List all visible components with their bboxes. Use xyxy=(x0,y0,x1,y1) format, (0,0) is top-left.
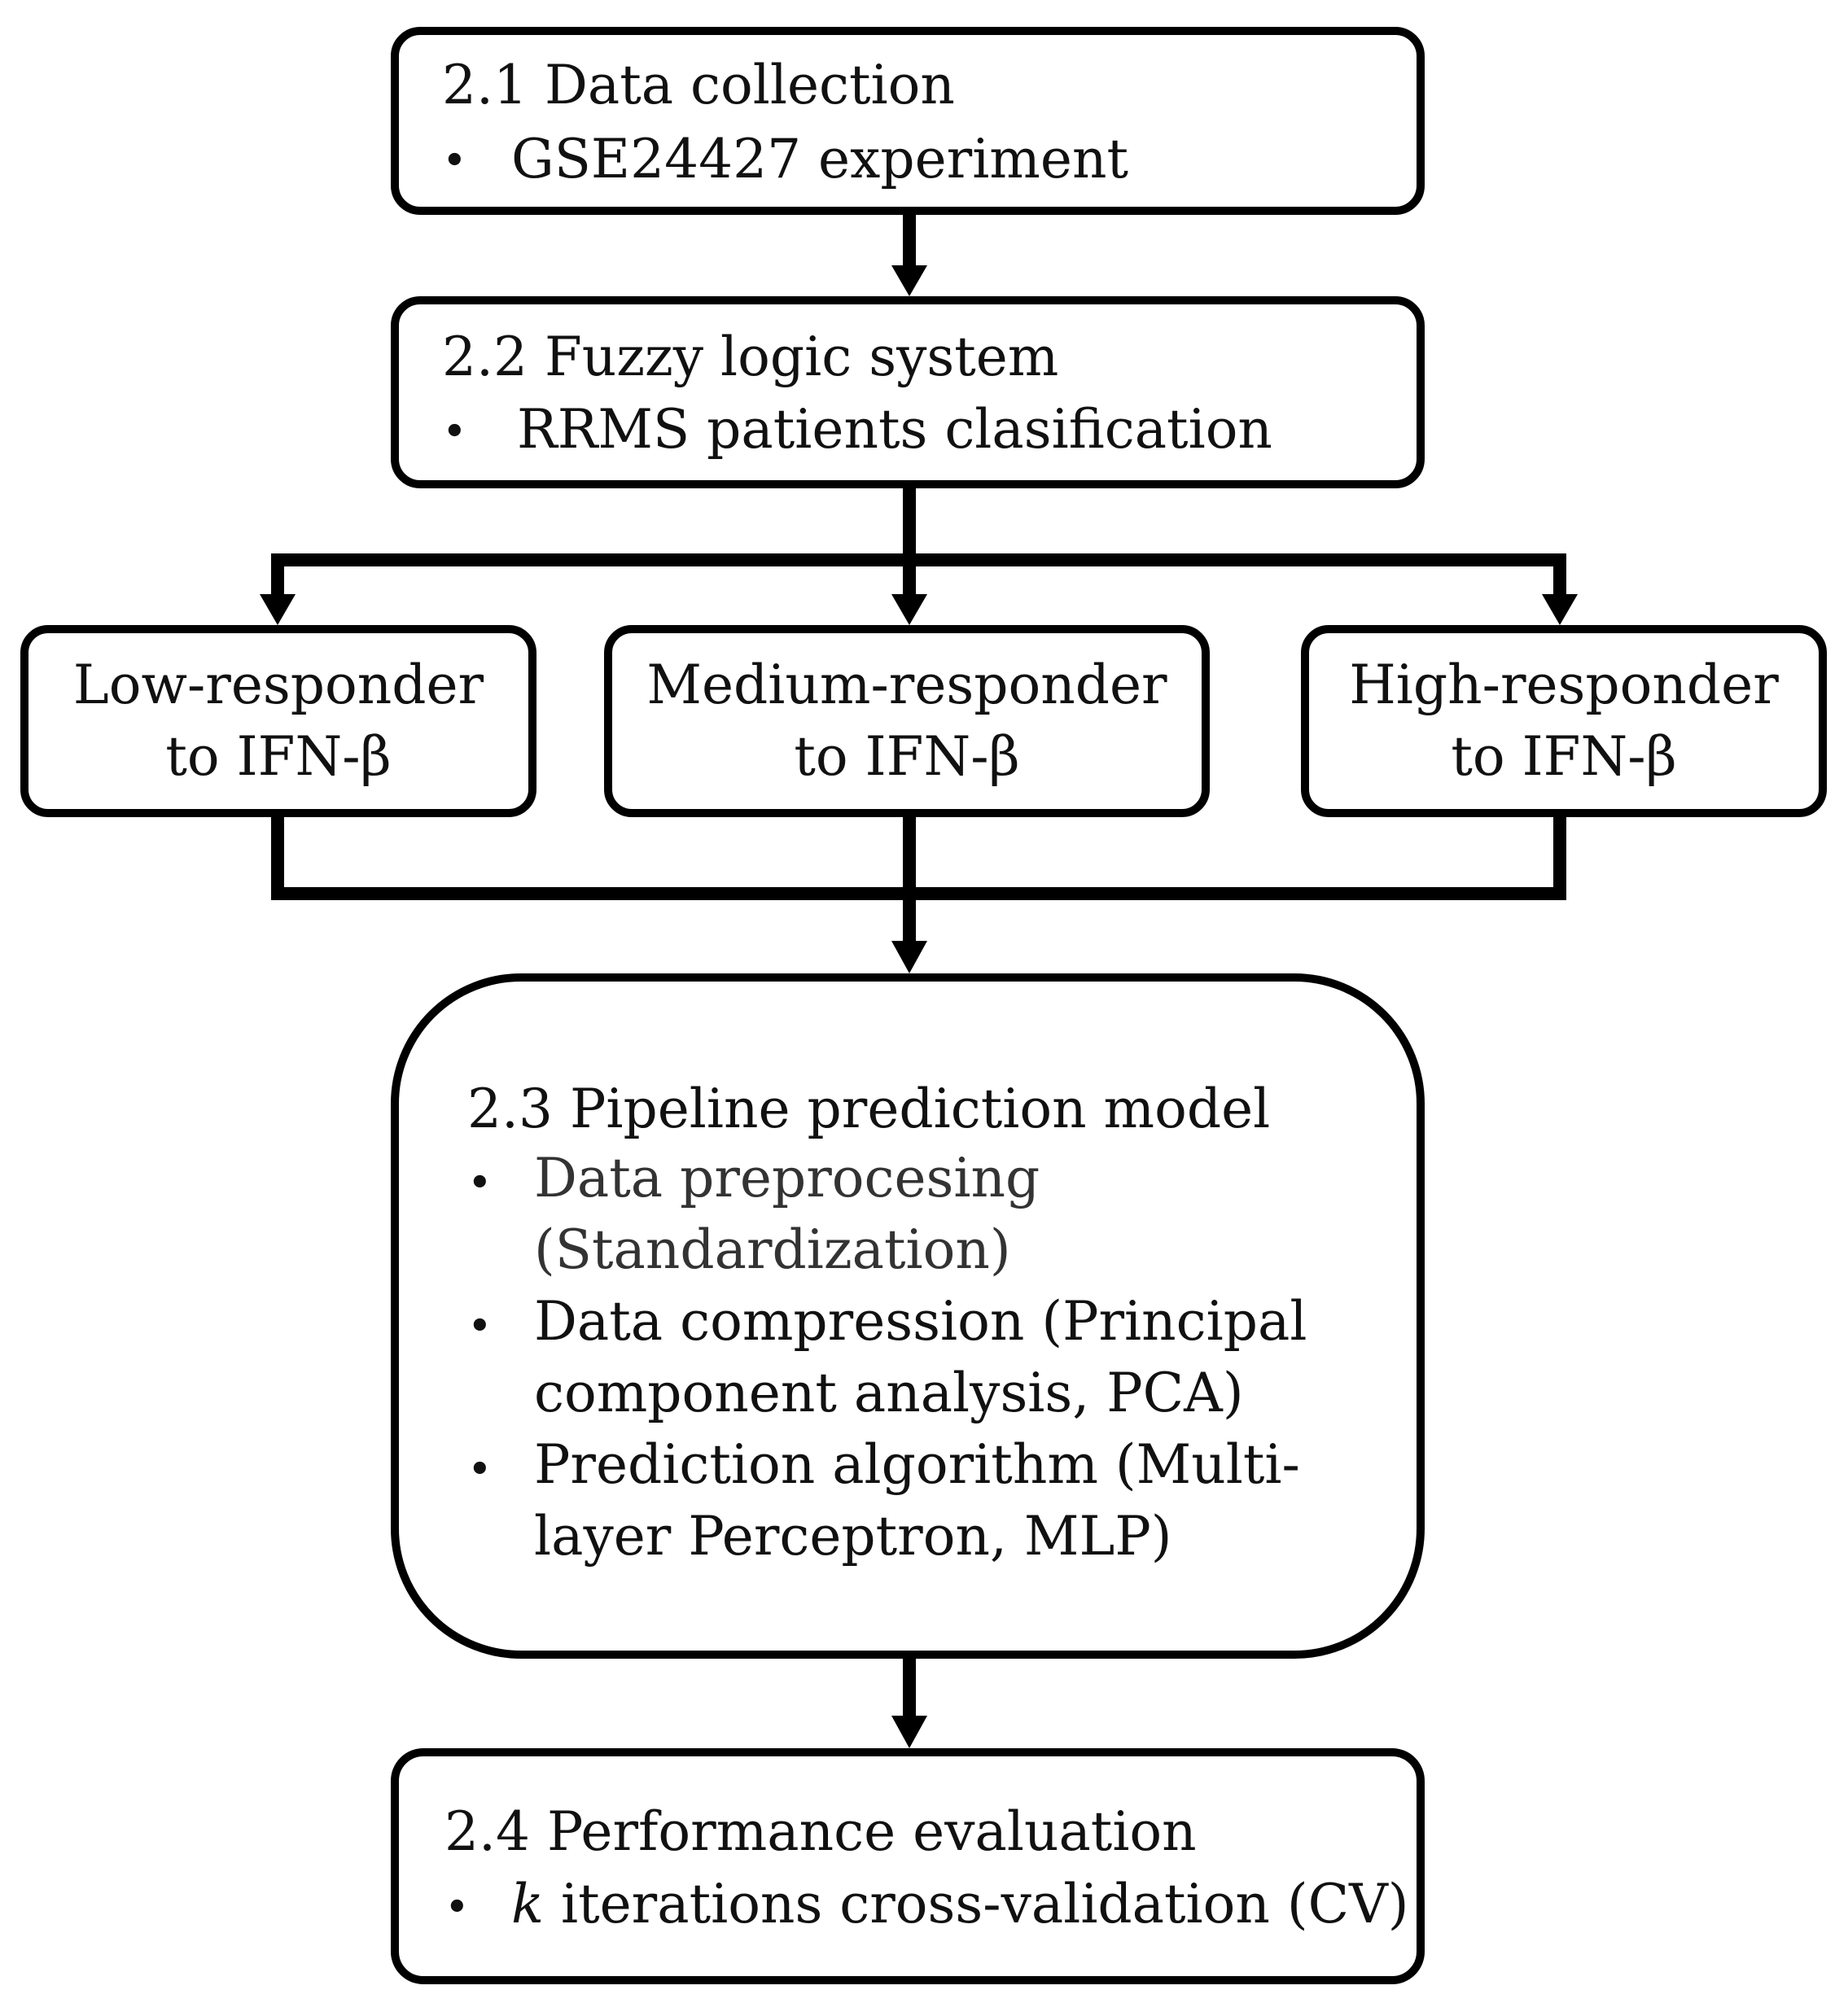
arrow-head-to-high xyxy=(1542,594,1578,625)
fuzzy-logic-box xyxy=(391,296,1425,488)
pipeline-bullet-dot-2: • xyxy=(467,1302,493,1351)
pipeline-bullet-compression-line1: Data compression (Principal xyxy=(534,1290,1307,1353)
arrow-head-to-pipeline xyxy=(891,941,927,973)
medium-responder-line2: to IFN-β xyxy=(794,725,1020,788)
performance-bullet: k iterations cross-validation (CV) xyxy=(511,1869,1409,1940)
performance-bullet-rest: iterations cross-validation (CV) xyxy=(544,1873,1409,1935)
high-responder-label: High-responder to IFN-β xyxy=(1301,649,1827,793)
pipeline-bullet-preprocessing: Data preprocesing (Standardization) xyxy=(534,1143,1040,1286)
pipeline-box xyxy=(391,973,1425,1659)
data-collection-bullet-dot: • xyxy=(442,137,467,186)
medium-responder-box xyxy=(604,625,1210,817)
fuzzy-logic-title: 2.2 Fuzzy logic system xyxy=(442,326,1059,388)
fuzzy-logic-bullet-dot: • xyxy=(442,408,467,457)
high-responder-line1: High-responder xyxy=(1349,654,1779,716)
pipeline-bullet-dot-1: • xyxy=(467,1159,493,1208)
pipeline-bullet-dot-3: • xyxy=(467,1445,493,1494)
high-responder-box xyxy=(1301,625,1827,817)
medium-responder-label: Medium-responder to IFN-β xyxy=(604,649,1210,793)
low-responder-box xyxy=(20,625,536,817)
performance-bullet-k: k xyxy=(511,1873,544,1935)
pipeline-bullet-compression: Data compression (Principal component an… xyxy=(534,1286,1307,1429)
high-responder-line2: to IFN-β xyxy=(1451,725,1677,788)
pipeline-bullet-prediction-line1: Prediction algorithm (Multi- xyxy=(534,1433,1300,1496)
arrow-head-to-performance xyxy=(891,1716,927,1748)
data-collection-title: 2.1 Data collection xyxy=(442,54,955,116)
performance-bullet-dot: • xyxy=(444,1883,470,1932)
pipeline-title: 2.3 Pipeline prediction model xyxy=(467,1078,1271,1140)
arrow-head-to-medium xyxy=(891,594,927,625)
pipeline-bullet-prediction: Prediction algorithm (Multi- layer Perce… xyxy=(534,1429,1300,1572)
data-collection-bullet: GSE24427 experiment xyxy=(511,128,1128,190)
pipeline-bullet-preprocessing-line1: Data preprocesing xyxy=(534,1147,1040,1209)
data-collection-box xyxy=(391,27,1425,215)
arrow-head-to-fuzzy xyxy=(891,265,927,296)
fuzzy-logic-bullet: RRMS patients clasification xyxy=(517,398,1272,461)
pipeline-bullet-compression-line2: component analysis, PCA) xyxy=(534,1362,1244,1424)
pipeline-bullet-prediction-line2: layer Perceptron, MLP) xyxy=(534,1505,1172,1568)
medium-responder-line1: Medium-responder xyxy=(646,654,1167,716)
low-responder-label: Low-responder to IFN-β xyxy=(20,649,536,793)
low-responder-line2: to IFN-β xyxy=(165,725,392,788)
performance-box xyxy=(391,1748,1425,1984)
low-responder-line1: Low-responder xyxy=(72,654,484,716)
performance-title: 2.4 Performance evaluation xyxy=(444,1800,1197,1863)
pipeline-bullet-preprocessing-line2: (Standardization) xyxy=(534,1218,1011,1281)
arrow-head-to-low xyxy=(260,594,296,625)
